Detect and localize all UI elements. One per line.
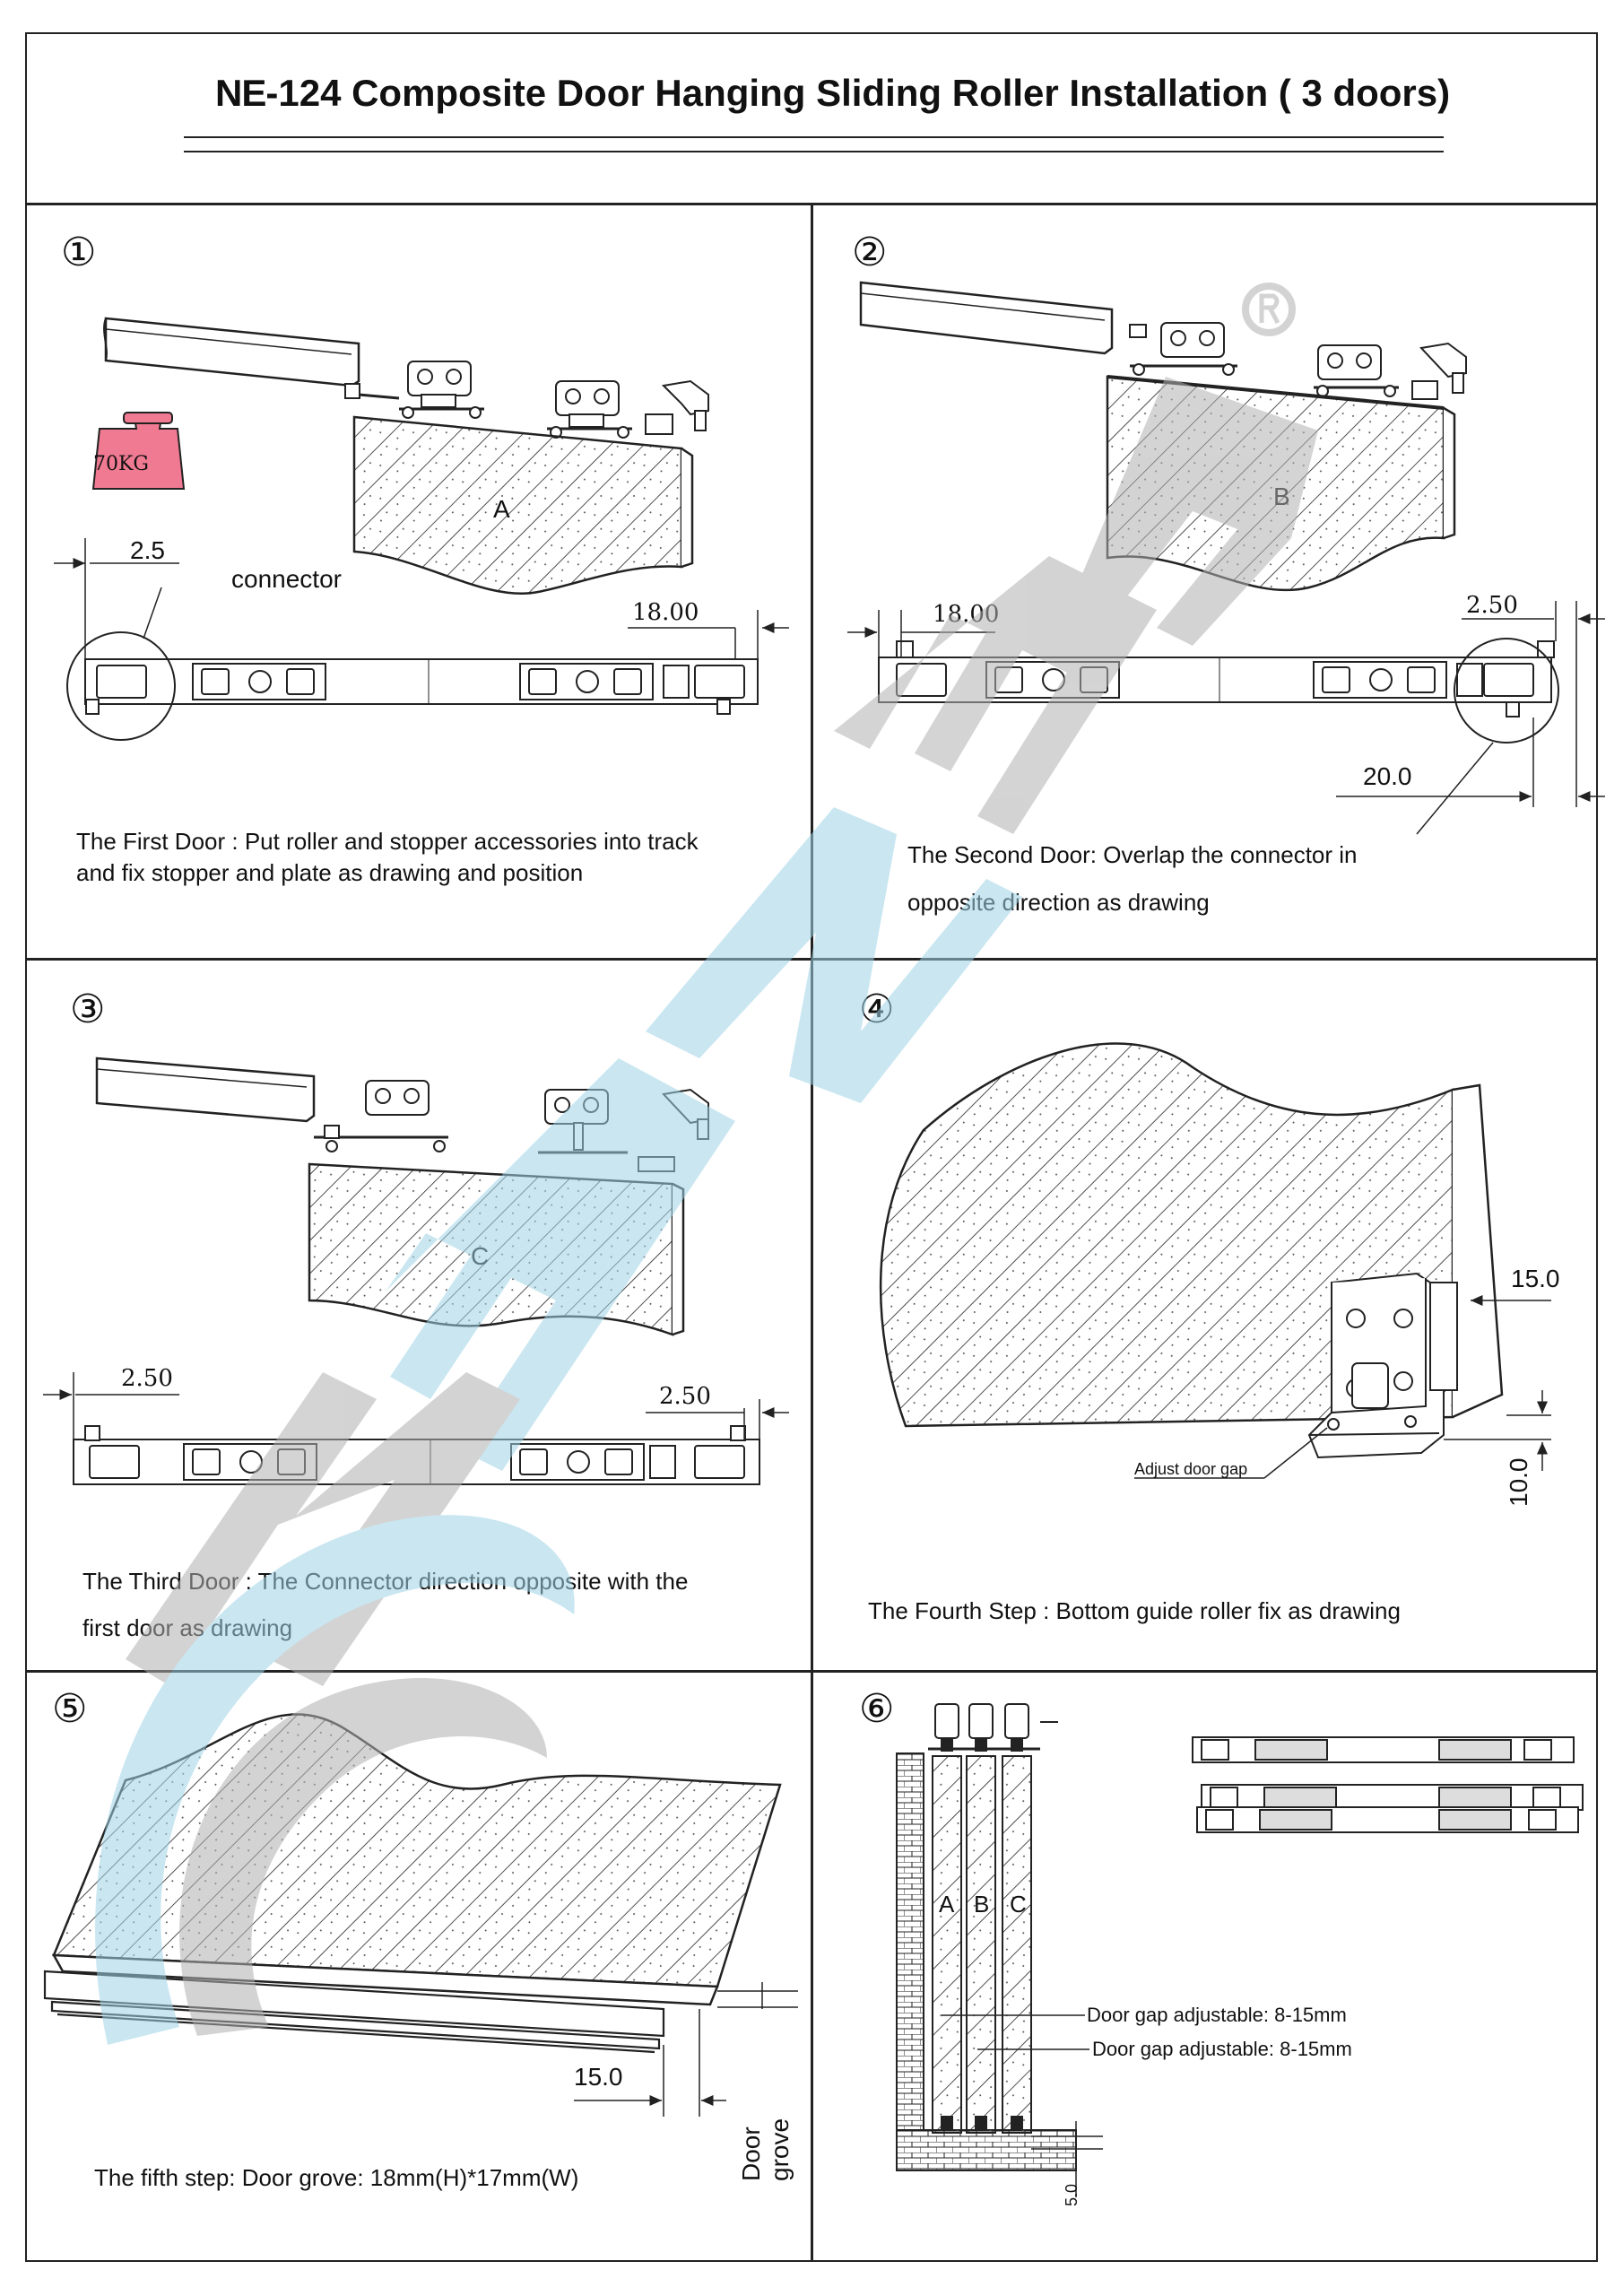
dim-label-15-e: 15.0: [574, 2063, 623, 2091]
step-number-5: ⑤: [52, 1686, 88, 1732]
caption-5: The fifth step: Door grove: 18mm(H)*17mm…: [94, 2164, 579, 2191]
door-gap-label-2: Door gap adjustable: 8-15mm: [1092, 2038, 1352, 2060]
track-profile-3: [95, 1057, 316, 1123]
dim-lines-4: [1134, 1295, 1551, 1479]
roller-3: [1129, 322, 1237, 376]
door-label-6-c: C: [1010, 1891, 1027, 1918]
title-rule-top: [184, 136, 1444, 138]
connector-plate-1: [344, 383, 400, 400]
step-number-1: ①: [61, 230, 97, 275]
track-plan-1: [66, 631, 759, 741]
dim-lines-1: [54, 538, 789, 659]
grid-divider: [811, 203, 813, 2262]
step-number-6: ⑥: [859, 1686, 895, 1732]
panel-step-1: ①: [0, 0, 812, 958]
dim-label-5: 5.0: [1063, 2183, 1081, 2206]
dim-label-20: 20.0: [1363, 762, 1412, 790]
connector-label: connector: [231, 565, 342, 593]
adjust-gap-label: Adjust door gap: [1134, 1460, 1248, 1478]
roller-4: [1314, 344, 1399, 397]
stopper: [645, 379, 709, 435]
door-corner-large: [879, 1042, 1504, 1428]
door-stack-side: [928, 1703, 1058, 2134]
diagram-step-1: [54, 317, 789, 741]
roller-1: [399, 361, 484, 419]
title-text: -124 Composite Door Hanging Sliding Roll…: [265, 72, 1451, 114]
track-profile-2: [859, 281, 1114, 355]
diagram-step-4: [879, 1042, 1551, 1479]
door-gap-label-1: Door gap adjustable: 8-15mm: [1087, 2004, 1347, 2026]
dim-lines-6: [942, 2014, 1103, 2197]
track-stack-plan: [1192, 1736, 1584, 1833]
dim-label-18: 18.00: [632, 599, 699, 626]
dim-lines-5: [574, 1982, 798, 2117]
dim-label-2-5: 2.5: [130, 536, 165, 564]
caption-1-line-2: and fix stopper and plate as drawing and…: [76, 859, 584, 886]
brand-code: NE: [215, 72, 266, 114]
dim-label-2-50-b: 2.50: [1466, 592, 1518, 619]
caption-1-line-1: The First Door : Put roller and stopper …: [76, 828, 699, 855]
weight-label: 70KG: [93, 453, 150, 475]
stopper-2: [1411, 342, 1467, 400]
dim-label-15-d: 15.0: [1511, 1265, 1560, 1292]
step-number-2: ②: [852, 230, 888, 275]
title-rule-bottom: [184, 151, 1444, 152]
door-label-a: A: [493, 495, 510, 523]
roller-2: [547, 380, 632, 439]
door-label-6-b: B: [974, 1891, 990, 1918]
door-label-6-a: A: [939, 1891, 955, 1918]
wall-brick: [896, 1752, 1077, 2171]
caption-4: The Fourth Step : Bottom guide roller fi…: [868, 1597, 1401, 1624]
door-panel-a: [352, 415, 694, 595]
weight-icon: [91, 412, 186, 490]
guide-roller-bracket: [1307, 1272, 1458, 1459]
page-title: NE-124 Composite Door Hanging Sliding Ro…: [215, 72, 1450, 115]
step-number-3: ③: [70, 987, 106, 1032]
